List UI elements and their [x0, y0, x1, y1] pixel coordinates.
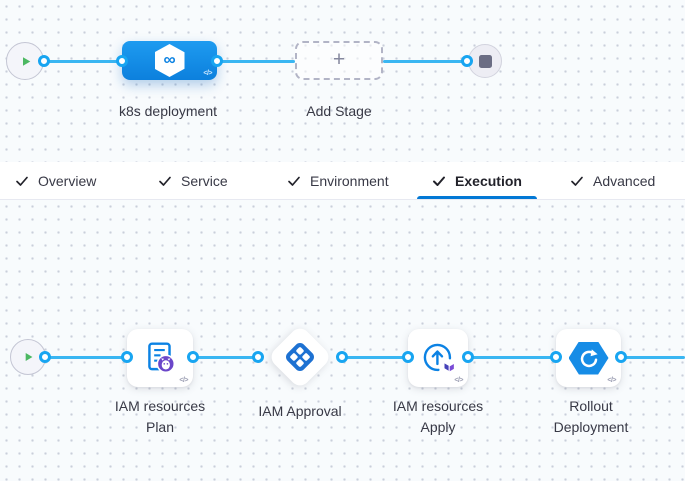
code-toggle-icon[interactable]: </>: [607, 377, 616, 384]
stage-node-k8s-deployment[interactable]: ∞ </>: [122, 41, 217, 80]
add-stage-label: Add Stage: [306, 103, 372, 119]
check-icon: [16, 176, 28, 186]
pipeline-edge: [46, 356, 127, 359]
check-icon: [433, 176, 446, 186]
active-tab-underline: [417, 196, 537, 199]
step-rollout-deployment[interactable]: </>: [556, 329, 621, 387]
step-label: IAM Approval: [258, 403, 342, 419]
connector-port[interactable]: [187, 351, 199, 363]
connector-port[interactable]: [615, 351, 627, 363]
connector-port[interactable]: [38, 55, 50, 67]
hexagon-infinity-icon: ∞: [154, 44, 185, 77]
connector-port[interactable]: [461, 55, 473, 67]
connector-port[interactable]: [39, 351, 51, 363]
pipeline-edge: [621, 356, 685, 359]
tab-label: Advanced: [593, 172, 656, 189]
check-icon: [288, 176, 300, 186]
step-label: Rollout Deployment: [553, 398, 629, 435]
config-tabbar: Overview Service Environment Execution: [0, 162, 685, 200]
tab-label: Execution: [455, 172, 522, 189]
connector-port[interactable]: [121, 351, 133, 363]
plus-icon: +: [332, 48, 346, 71]
code-toggle-icon[interactable]: </>: [203, 70, 212, 77]
stop-icon: [478, 54, 492, 68]
step-iam-resources-plan[interactable]: </>: [127, 329, 193, 387]
pipeline-start-node: [6, 42, 44, 80]
tab-label: Environment: [310, 172, 389, 189]
execution-graph-canvas: </>: [0, 200, 685, 481]
pipeline-edge: [342, 356, 411, 359]
tab-advanced[interactable]: Advanced: [557, 162, 668, 199]
pipeline-edge: [193, 356, 258, 359]
add-stage-button[interactable]: +: [295, 41, 383, 80]
connector-port[interactable]: [402, 351, 414, 363]
stage-graph-canvas: ∞ </> + k8s deployment Add Stage: [0, 0, 685, 162]
step-label: IAM resources Apply: [392, 398, 484, 435]
connector-port[interactable]: [211, 55, 223, 67]
stage-label: k8s deployment: [118, 103, 218, 119]
tab-label: Service: [181, 172, 228, 189]
step-iam-approval[interactable]: [267, 324, 333, 390]
connector-port[interactable]: [336, 351, 348, 363]
tab-environment[interactable]: Environment: [274, 162, 402, 199]
pipeline-end-node: [468, 44, 502, 78]
iacm-apply-icon: [423, 343, 454, 371]
code-toggle-icon[interactable]: </>: [179, 377, 188, 384]
code-toggle-icon[interactable]: </>: [454, 377, 463, 384]
connector-port[interactable]: [462, 351, 474, 363]
play-icon: [22, 56, 30, 66]
check-icon: [571, 176, 583, 186]
check-icon: [159, 176, 171, 186]
approval-icon: [286, 343, 314, 371]
connector-port[interactable]: [116, 55, 128, 67]
pipeline-edge: [468, 356, 556, 359]
tab-execution[interactable]: Execution: [417, 162, 537, 199]
pipeline-edge: [44, 60, 122, 63]
iacm-plan-icon: [148, 342, 176, 374]
connector-port[interactable]: [252, 351, 264, 363]
play-icon: [25, 353, 33, 361]
tab-label: Overview: [38, 172, 97, 189]
step-label: IAM resources Plan: [114, 398, 206, 435]
step-iam-resources-apply[interactable]: </>: [408, 329, 468, 387]
tab-overview[interactable]: Overview: [2, 162, 109, 199]
pipeline-edge: [383, 60, 467, 63]
pipeline-edge: [217, 60, 295, 63]
connector-port[interactable]: [550, 351, 562, 363]
tab-service[interactable]: Service: [145, 162, 241, 199]
rollout-icon: [568, 341, 609, 375]
